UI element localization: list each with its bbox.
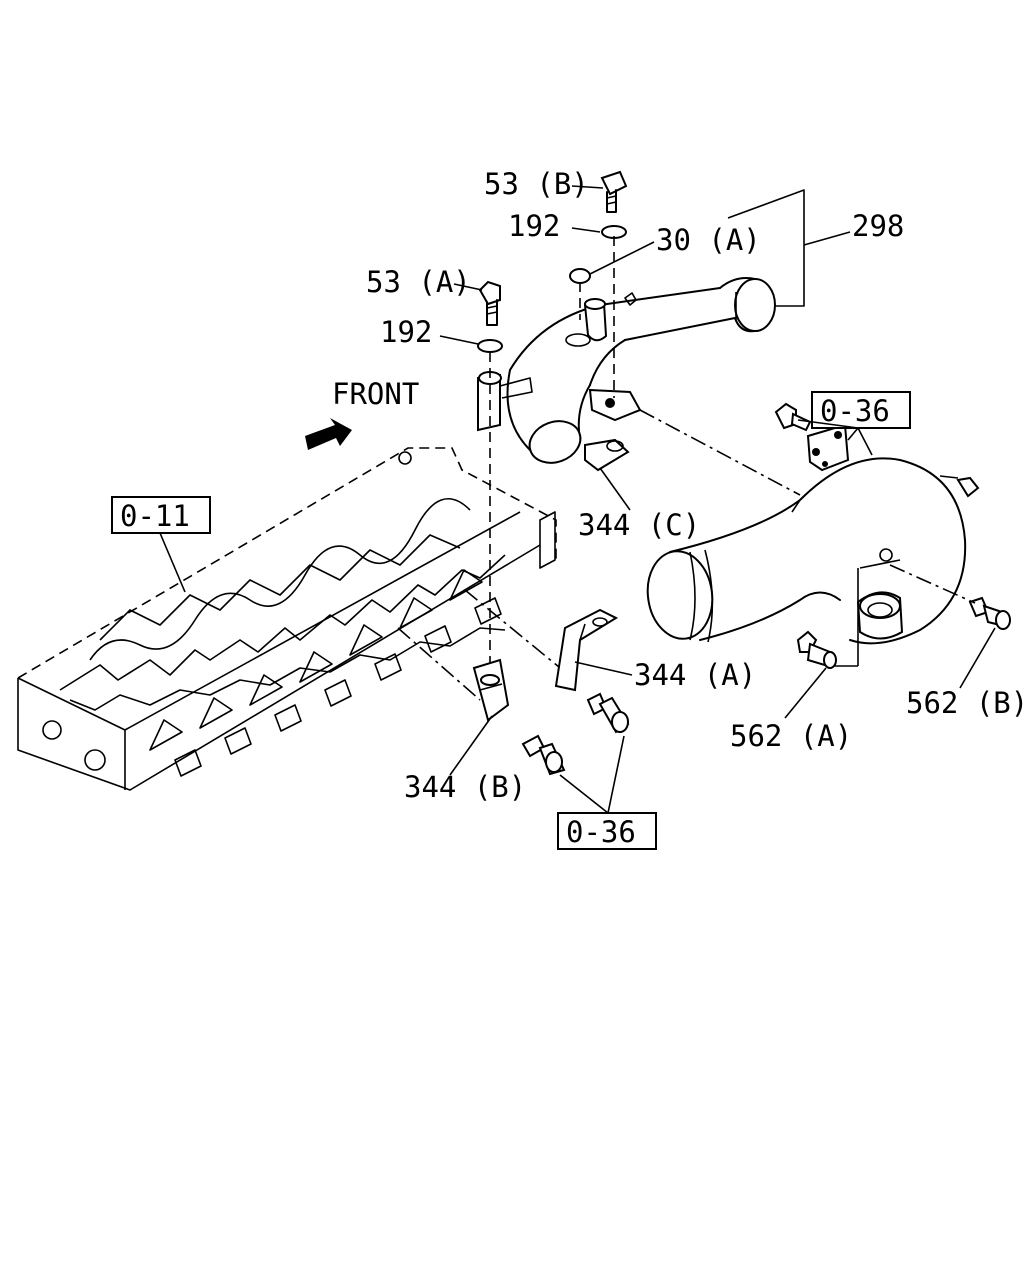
water-pipe-298 bbox=[477, 277, 776, 472]
bolt-53a bbox=[478, 280, 501, 326]
ref-0-36-bottom-label: 0-36 bbox=[566, 815, 636, 849]
seal-30a bbox=[569, 268, 591, 284]
label-192-top: 192 bbox=[508, 209, 560, 243]
bolt-near-344b bbox=[521, 734, 566, 776]
bracket-344b bbox=[472, 658, 510, 722]
bolt-near-344a bbox=[586, 692, 630, 734]
ref-box-0-11 bbox=[111, 496, 211, 534]
label-562a: 562 (A) bbox=[730, 719, 852, 753]
label-30a: 30 (A) bbox=[656, 223, 761, 257]
ref-box-0-36-right bbox=[811, 391, 911, 429]
label-192-left: 192 bbox=[380, 315, 432, 349]
bracket-344a bbox=[554, 608, 619, 692]
label-344b: 344 (B) bbox=[404, 770, 526, 804]
front-arrow-icon bbox=[305, 418, 352, 450]
ref-0-36-right-label: 0-36 bbox=[820, 394, 890, 428]
label-53b: 53 (B) bbox=[484, 167, 589, 201]
outlet-pipe bbox=[646, 423, 980, 645]
ref-box-0-36-bottom bbox=[557, 812, 657, 850]
bolt-562a bbox=[796, 630, 837, 669]
ref-0-11-label: 0-11 bbox=[120, 499, 190, 533]
label-344a: 344 (A) bbox=[634, 658, 756, 692]
label-562b: 562 (B) bbox=[906, 686, 1024, 720]
bolt-562b bbox=[968, 596, 1011, 630]
bolt-53b bbox=[600, 170, 628, 213]
label-298: 298 bbox=[852, 209, 904, 243]
cylinder-head bbox=[17, 447, 566, 791]
front-label: FRONT bbox=[332, 377, 419, 411]
label-344c: 344 (C) bbox=[578, 508, 700, 542]
washer-192-left bbox=[477, 339, 503, 353]
label-53a: 53 (A) bbox=[366, 265, 471, 299]
bolt-top-right bbox=[774, 402, 812, 432]
